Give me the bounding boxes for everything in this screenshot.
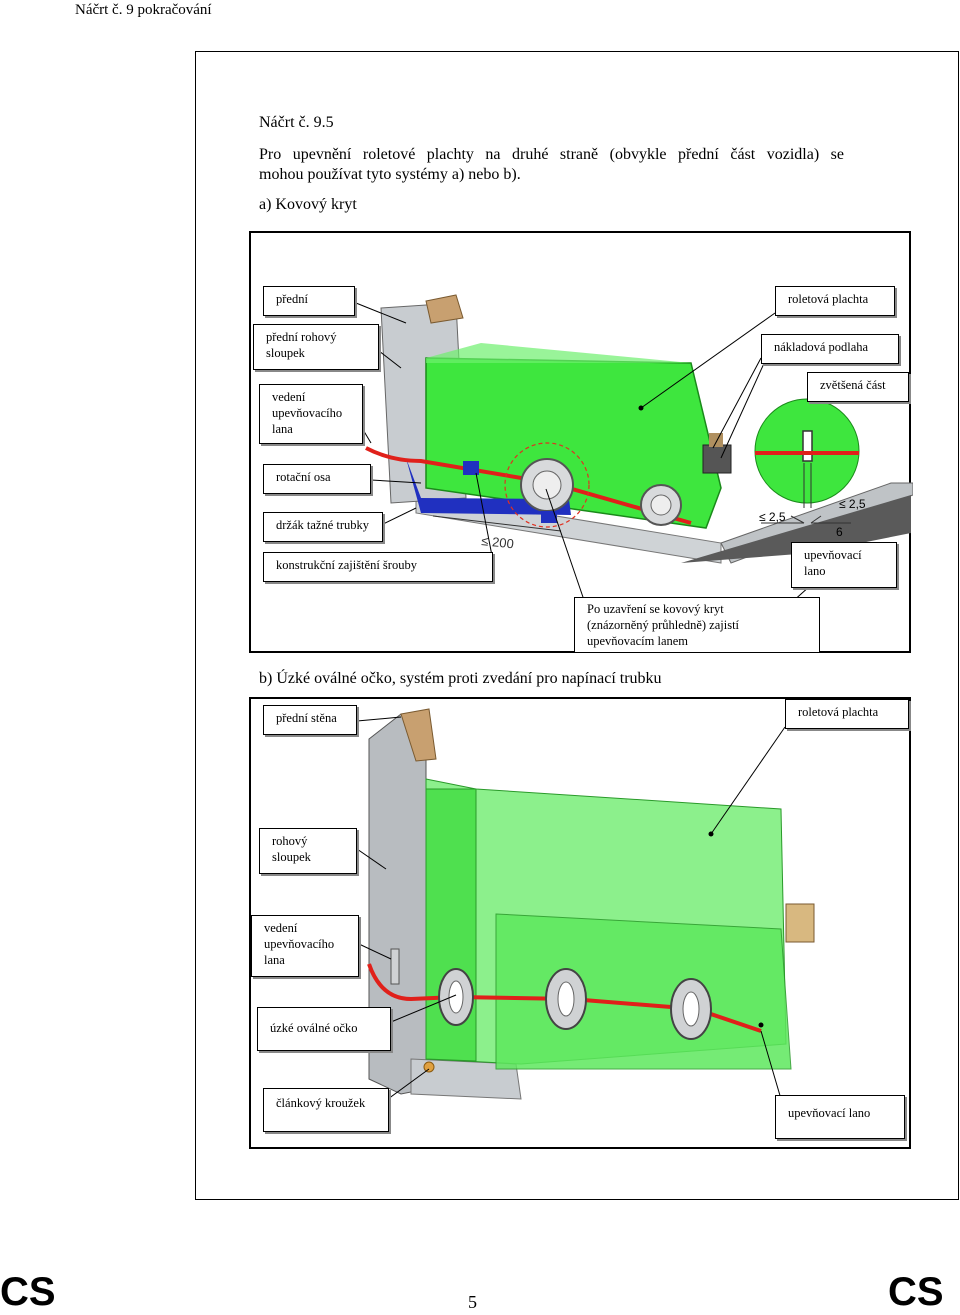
label-predni-stena: přední stěna: [263, 705, 357, 735]
label-roletova-plachta: roletová plachta: [775, 286, 895, 316]
content-frame: [195, 51, 959, 1200]
floor-edge: [681, 495, 911, 563]
label-upevnovaci-lano-b: upevňovací lano: [775, 1095, 905, 1139]
tarp-b-front: [495, 913, 792, 1070]
footer-cs-left: CS: [0, 1270, 56, 1314]
wood-block-b: [785, 903, 815, 943]
link-ring-b: [423, 1061, 435, 1073]
dim-6: 6: [836, 525, 843, 539]
label-predni: přední: [263, 286, 355, 316]
figure-a-drawing: ≤ 200 ≤ 2,5 ≤ 2,5 6: [355, 294, 913, 604]
intro-line-1: Pro upevnění roletové plachty na druhé s…: [259, 146, 844, 163]
footer-cs-right: CS: [888, 1270, 944, 1314]
label-roletova-plachta-b: roletová plachta: [785, 699, 909, 729]
figure-b-drawing: [356, 708, 815, 1108]
label-zvetsena-cast: zvětšená část: [807, 372, 909, 402]
label-drzak-tazne-trubky: držák tažné trubky: [263, 512, 383, 542]
label-note-kovovy-kryt: Po uzavření se kovový kryt(znázorněný pr…: [574, 597, 820, 653]
label-clankovy-krouzek: článkový kroužek: [263, 1088, 389, 1132]
intro-line-2: mohou používat tyto systémy a) nebo b).: [259, 166, 521, 183]
wood-top-b: [400, 708, 437, 762]
right-post: [702, 444, 732, 474]
dim-200: ≤ 200: [481, 533, 515, 551]
dim-2-5-left: ≤ 2,5: [759, 510, 786, 524]
wood-top: [425, 294, 464, 324]
figure-a-title: a) Kovový kryt: [259, 196, 357, 213]
label-uzke-ovalne-ocko: úzké oválné očko: [257, 1007, 391, 1051]
fixing-rope-b: [367, 963, 762, 1033]
label-rotacni-osa: rotační osa: [263, 464, 371, 494]
fixing-rope: [365, 446, 692, 525]
figure-a: ≤ 200 ≤ 2,5 ≤ 2,5 6 přední p: [249, 231, 913, 653]
label-nakladova-podlaha: nákladová podlaha: [761, 334, 899, 364]
figure-b-title: b) Úzké oválné očko, systém proti zvedán…: [259, 670, 662, 687]
highlight-circle: [504, 442, 590, 528]
section-title: Náčrt č. 9.5: [259, 114, 334, 131]
dim-2-5-right: ≤ 2,5: [839, 497, 866, 511]
page-number: 5: [468, 1292, 477, 1312]
rope-guide-b: [390, 948, 400, 985]
header-continuation: Náčrt č. 9 pokračování: [75, 2, 212, 18]
label-konstrukcni-zajisteni: konstrukční zajištění šrouby: [263, 552, 493, 582]
